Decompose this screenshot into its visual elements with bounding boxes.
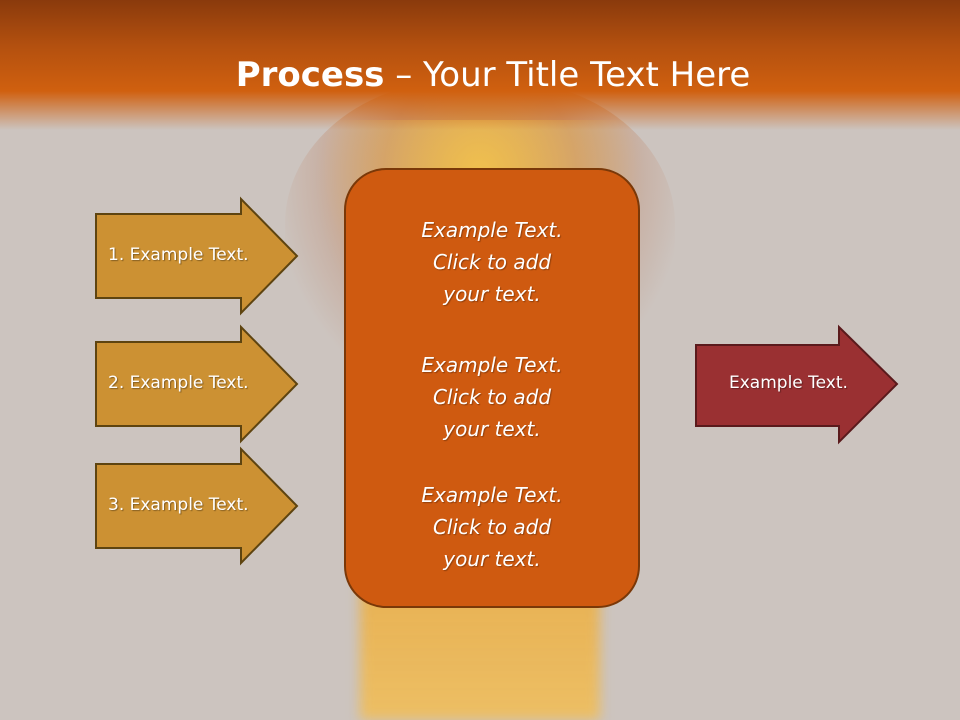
result-arrow-label: Example Text. (729, 373, 848, 393)
slide-title[interactable]: Process – Your Title Text Here (0, 52, 960, 98)
center-text-line: Click to add (432, 250, 552, 274)
center-text-line: Click to add (432, 385, 552, 409)
center-text-line: Click to add (432, 515, 552, 539)
center-text-line: your text. (443, 547, 541, 571)
title-band (0, 0, 960, 130)
process-arrow-3[interactable]: 3. Example Text. (95, 446, 299, 566)
process-arrow-label: 3. Example Text. (108, 495, 249, 515)
center-text-line: your text. (443, 282, 541, 306)
arrow-shape (95, 446, 299, 566)
title-bold: Process (235, 55, 385, 95)
arrow-shape (695, 324, 899, 445)
result-arrow[interactable]: Example Text. (695, 324, 900, 445)
center-text-block-2: Example Text. Click to add your text. (346, 349, 638, 445)
center-text-block-1: Example Text. Click to add your text. (346, 214, 638, 310)
center-text-block-3: Example Text. Click to add your text. (346, 479, 638, 575)
center-text-line: Example Text. (421, 353, 563, 377)
title-rest: – Your Title Text Here (384, 55, 751, 95)
process-arrow-label: 1. Example Text. (108, 245, 249, 265)
process-arrow-label: 2. Example Text. (108, 373, 249, 393)
center-text-line: Example Text. (421, 483, 563, 507)
center-text-line: Example Text. (421, 218, 563, 242)
center-text-line: your text. (443, 417, 541, 441)
center-text-box[interactable]: Example Text. Click to add your text. Ex… (344, 168, 640, 608)
arrow-shape (95, 196, 299, 316)
process-arrow-2[interactable]: 2. Example Text. (95, 324, 299, 444)
process-arrow-1[interactable]: 1. Example Text. (95, 196, 299, 316)
arrow-shape (95, 324, 299, 444)
